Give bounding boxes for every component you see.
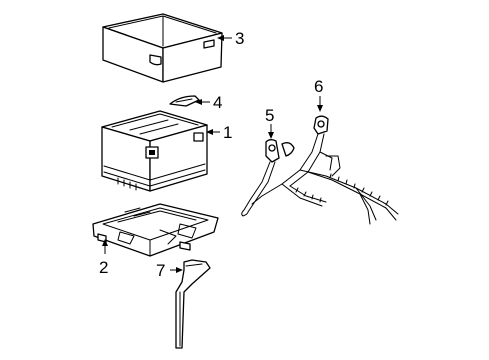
svg-text:7: 7 [156, 261, 165, 280]
battery [101, 110, 208, 192]
negative-battery-cable [241, 139, 295, 217]
callout-2: 2 [99, 239, 108, 277]
callout-4: 4 [195, 93, 222, 112]
svg-text:4: 4 [213, 93, 222, 112]
callout-3: 3 [217, 29, 244, 48]
svg-text:5: 5 [265, 106, 274, 125]
battery-insulator [102, 13, 223, 83]
hold-down-retainer [175, 259, 211, 349]
battery-tray [92, 203, 219, 257]
callout-1: 1 [206, 123, 232, 142]
svg-text:2: 2 [99, 258, 108, 277]
callout-5: 5 [265, 106, 274, 139]
svg-text:6: 6 [314, 77, 323, 96]
svg-text:3: 3 [235, 29, 244, 48]
positive-battery-cable [251, 115, 399, 225]
callout-7: 7 [156, 261, 183, 280]
svg-text:1: 1 [223, 123, 232, 142]
callout-6: 6 [314, 77, 323, 112]
battery-hold-down-wedge [169, 95, 200, 107]
